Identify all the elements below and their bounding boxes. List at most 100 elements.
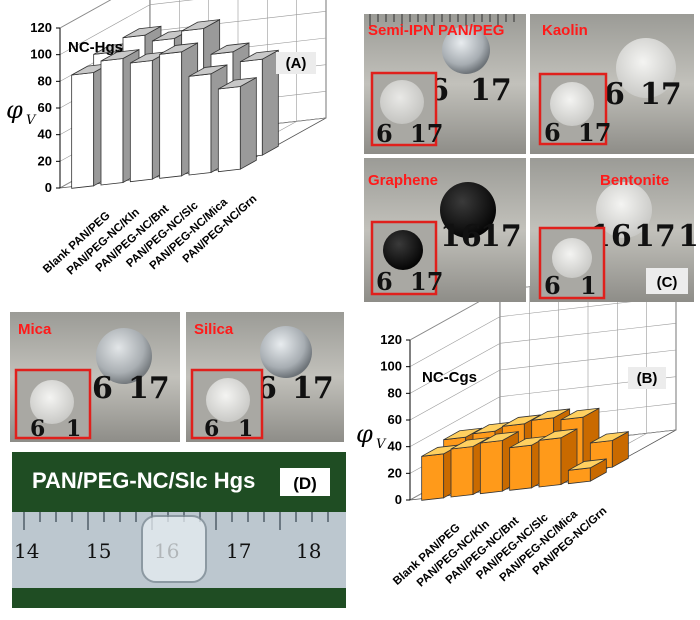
bar-front-face bbox=[217, 86, 241, 173]
bar-top-face bbox=[480, 431, 519, 444]
photo-semi-ipn-label: Semi-IPN PAN/PEG bbox=[368, 22, 504, 39]
chart-b-panel-text: (B) bbox=[637, 370, 658, 387]
photo-graphene-inset-sample bbox=[383, 230, 423, 270]
photo-silica: 6 17 6 1 Silica bbox=[186, 312, 344, 442]
y-tick-label: 100 bbox=[30, 47, 52, 62]
bar-side-face bbox=[239, 76, 257, 170]
bar-front-face bbox=[188, 73, 212, 176]
chart-a-ylabel: φ bbox=[6, 96, 23, 124]
photo-semi-ipn-inset-ruler-1: 6 bbox=[376, 119, 393, 148]
photo-bentonite-sample bbox=[596, 182, 652, 238]
chart-b-categories: Blank PAN/PEGPAN/PEG-NC/KlnPAN/PEG-NC/Bn… bbox=[391, 505, 609, 590]
grid-left bbox=[409, 316, 501, 367]
photo-d-ruler-4: 17 bbox=[226, 539, 251, 563]
bar-front-face bbox=[421, 453, 445, 501]
photo-d-panel-box bbox=[280, 468, 330, 496]
chart-a-bars bbox=[71, 18, 279, 189]
bar-front-face bbox=[538, 437, 562, 488]
bar-front-face bbox=[129, 60, 153, 183]
photo-semi-ipn-sample bbox=[442, 26, 490, 74]
y-tick-label: 40 bbox=[388, 439, 402, 454]
bar-front bbox=[217, 76, 257, 173]
grid-left bbox=[409, 343, 501, 394]
photo-d-ruler-2: 15 bbox=[86, 539, 111, 563]
grid-left bbox=[409, 396, 501, 447]
bar-front-face bbox=[71, 72, 95, 189]
photo-kaolin: 6 17 6 17 Kaolin bbox=[530, 14, 694, 154]
grid-left bbox=[409, 369, 501, 421]
bar-front-face bbox=[479, 440, 503, 495]
y-tick-label: 60 bbox=[388, 412, 402, 427]
bar-front-face bbox=[450, 446, 474, 498]
photo-d-panel-text: (D) bbox=[293, 474, 317, 493]
y-tick-label: 80 bbox=[388, 385, 402, 400]
photo-silica-inset-ruler-2: 1 bbox=[238, 416, 253, 442]
chart-a-ylabel-sub: V bbox=[26, 113, 37, 128]
bar-front-face bbox=[159, 51, 183, 179]
photo-semi-ipn-ruler-2: 17 bbox=[470, 73, 512, 108]
chart-b-ylabel: φ bbox=[356, 420, 373, 448]
bar-top-face bbox=[560, 407, 600, 421]
photo-bentonite-ruler-3: 17 bbox=[634, 219, 676, 254]
bar-top-face bbox=[568, 458, 607, 471]
photo-graphene-ruler-2: 17 bbox=[480, 219, 522, 254]
bar-top-face bbox=[188, 64, 228, 77]
bar-top-face bbox=[450, 437, 490, 450]
photo-kaolin-sample bbox=[616, 38, 676, 98]
bar-back bbox=[589, 430, 629, 471]
y-tick-label: 60 bbox=[38, 100, 52, 115]
chart-a-panel-box bbox=[276, 52, 316, 74]
photo-bentonite-ruler-4: 1 bbox=[678, 219, 699, 254]
bar-top-face bbox=[531, 408, 570, 421]
photo-mica-sample bbox=[96, 328, 152, 384]
photo-silica-inset-ruler-1: 6 bbox=[204, 416, 219, 442]
photo-c-panel-text: (C) bbox=[657, 274, 678, 291]
photo-semi-ipn-inset-ruler-2: 17 bbox=[410, 119, 443, 148]
photo-graphene-sample bbox=[440, 182, 496, 238]
photo-d-sample bbox=[141, 515, 207, 583]
chart-a-title: NC-Hgs bbox=[68, 39, 123, 56]
bar-side-face bbox=[261, 49, 279, 156]
photo-silica-inset-sample bbox=[206, 378, 250, 422]
chart-b-title: NC-Cgs bbox=[422, 369, 477, 386]
chart-b-panel-label: (B) bbox=[628, 367, 666, 389]
photo-graphene-inset-ruler-1: 6 bbox=[376, 267, 393, 296]
bar-top-face bbox=[502, 414, 541, 427]
photo-semi-ipn-inset-sample bbox=[380, 80, 424, 124]
photo-bentonite: 15 16 17 1 6 1 (C) Bentonite bbox=[530, 158, 699, 302]
photo-silica-label: Silica bbox=[194, 321, 234, 338]
bar-top-face bbox=[100, 49, 140, 62]
photo-mica-inset-ruler-2: 1 bbox=[66, 416, 81, 442]
grid-left bbox=[59, 4, 151, 55]
photo-kaolin-inset-ruler-2: 17 bbox=[578, 118, 611, 147]
y-tick-label: 40 bbox=[38, 127, 52, 142]
photo-kaolin-inset-sample bbox=[550, 82, 594, 126]
grid-left bbox=[59, 0, 112, 29]
bar-top-face bbox=[538, 428, 578, 441]
photo-bentonite-inset-ruler-1: 6 bbox=[544, 271, 561, 300]
photo-silica-ruler-2: 17 bbox=[292, 371, 334, 406]
photo-bentonite-inset-ruler-2: 1 bbox=[580, 271, 597, 300]
y-tick-label: 120 bbox=[30, 20, 52, 35]
bar-front bbox=[567, 458, 607, 485]
chart-a-panel-label: (A) bbox=[276, 52, 316, 74]
y-tick-label: 20 bbox=[38, 153, 52, 168]
photo-mica-ruler-1: 6 bbox=[92, 371, 113, 406]
y-tick-label: 100 bbox=[380, 359, 402, 374]
photo-mica-inset-ruler-1: 6 bbox=[30, 416, 45, 442]
photo-slc-hgs: 14 15 16 17 18 PAN/PEG-NC/Slc Hgs (D) bbox=[12, 452, 346, 608]
y-tick-label: 120 bbox=[380, 332, 402, 347]
photo-silica-sample bbox=[260, 326, 312, 378]
bar-top-face bbox=[159, 42, 198, 55]
photo-d-ruler-5: 18 bbox=[296, 539, 321, 563]
y-tick-label: 80 bbox=[38, 73, 52, 88]
photo-semi-ipn-ruler-marks bbox=[369, 14, 515, 30]
photo-mica-label: Mica bbox=[18, 321, 52, 338]
bar-front-face bbox=[100, 58, 124, 186]
photo-kaolin-ruler-2: 17 bbox=[640, 77, 682, 112]
photo-graphene: 16 17 6 17 Graphene bbox=[364, 158, 526, 302]
